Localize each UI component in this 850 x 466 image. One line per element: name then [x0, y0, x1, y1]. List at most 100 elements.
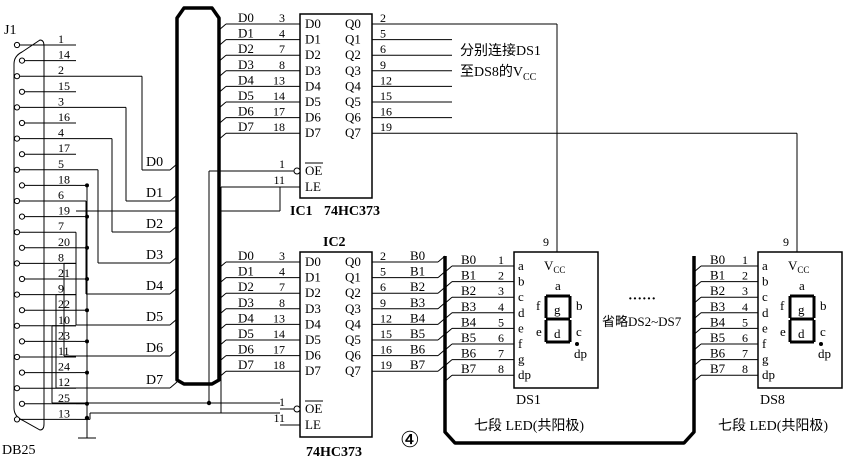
- bus-label: D7: [146, 373, 163, 388]
- output-pin-number: 6: [380, 280, 386, 294]
- segment-net-label: B1: [461, 268, 476, 283]
- input-pin-number: 13: [273, 311, 285, 325]
- connector-ref: J1: [4, 23, 16, 38]
- bus-label: D5: [146, 310, 163, 325]
- vcc-pin-number: 9: [783, 235, 789, 249]
- segment-net-label: B0: [461, 252, 476, 267]
- input-net-label: D3: [238, 57, 254, 72]
- segment-pin-number: 7: [742, 347, 748, 361]
- glyph-f: f: [536, 298, 541, 313]
- segment-net-label: B4: [710, 314, 726, 329]
- bus-entry: [693, 343, 702, 351]
- oe-bubble: [293, 167, 301, 175]
- connector-pin-number: 16: [58, 110, 70, 124]
- output-pin-name: Q0: [345, 254, 361, 269]
- b-net-label: B5: [410, 326, 425, 341]
- b-net-label: B3: [410, 295, 425, 310]
- segment-net-label: B0: [710, 252, 725, 267]
- segment-net-label: B6: [461, 346, 477, 361]
- input-pin-number: 17: [273, 343, 285, 357]
- connector-pin-dot: [18, 182, 26, 189]
- output-pin-number: 15: [380, 327, 392, 341]
- input-pin-number: 13: [273, 73, 285, 87]
- connector-pin-dot: [13, 229, 21, 236]
- bus-entry: [693, 265, 702, 273]
- ic1-output-wires: [400, 23, 798, 252]
- connector-pin-number: 4: [58, 126, 64, 140]
- b-bus: [443, 256, 696, 445]
- glyph-d: d: [798, 326, 805, 341]
- bus-entry: [218, 370, 227, 378]
- output-pin-name: Q4: [345, 78, 361, 93]
- segment-net-label: B7: [710, 361, 726, 376]
- le-pin-number: 11: [273, 173, 285, 187]
- display-body: [513, 251, 599, 389]
- connector-pin-number: 9: [58, 282, 64, 296]
- connector-pin-dot: [13, 197, 21, 205]
- bus-entry: [218, 54, 227, 62]
- segment-pin-number: 4: [742, 300, 748, 314]
- segment-pin-number: 8: [498, 362, 504, 376]
- input-pin-name: D5: [305, 332, 321, 347]
- bus-entry: [693, 296, 702, 304]
- bus-entry: [218, 355, 227, 362]
- output-pin-number: 16: [380, 343, 392, 357]
- input-pin-name: D5: [305, 94, 321, 109]
- output-pin-name: Q7: [345, 125, 361, 140]
- segment-net-label: B3: [710, 299, 725, 314]
- output-pin-number: 2: [380, 249, 386, 263]
- connector-pin-number: 20: [58, 235, 70, 249]
- output-pin-number: 9: [380, 58, 386, 72]
- input-net-label: D2: [238, 41, 254, 56]
- connector-pin-dot: [13, 73, 21, 80]
- connector-pin-dot: [18, 307, 26, 314]
- oe-bubble: [293, 405, 301, 413]
- glyph-e: e: [780, 324, 786, 339]
- output-pin-name: Q2: [345, 285, 361, 300]
- b-net-label: B2: [410, 279, 425, 294]
- glyph-c: c: [820, 324, 826, 339]
- input-pin-name: D4: [305, 316, 321, 331]
- output-pin-number: 12: [380, 311, 392, 325]
- segment-net-label: B4: [461, 314, 477, 329]
- glyph-a: a: [555, 278, 561, 293]
- input-pin-number: 4: [279, 27, 285, 41]
- vcc-label: VCC: [788, 258, 809, 275]
- connector-pin-dot: [18, 88, 26, 95]
- input-pin-name: D1: [305, 32, 321, 47]
- output-pin-name: Q1: [345, 32, 361, 47]
- connector-pin-dot: [13, 291, 21, 298]
- input-pin-name: D3: [305, 301, 321, 316]
- decimal-point: [819, 342, 823, 346]
- input-pin-name: D0: [305, 254, 321, 269]
- segment-pin-number: 3: [498, 284, 504, 298]
- input-net-label: D0: [238, 248, 254, 263]
- le-pin-name: LE: [305, 179, 321, 194]
- connector-pin-number: 3: [58, 94, 64, 108]
- bus-entry: [218, 117, 227, 124]
- segment-pin-number: 1: [498, 253, 504, 267]
- glyph-f: f: [780, 298, 785, 313]
- input-net-label: D1: [238, 264, 254, 279]
- bus-entry: [444, 374, 453, 382]
- segment-net-label: B2: [461, 283, 476, 298]
- bus-entry: [218, 339, 227, 347]
- connector-pin-number: 7: [58, 219, 64, 233]
- connector-pin-dot: [18, 57, 26, 64]
- connector-pin-number: 12: [58, 375, 70, 389]
- segment-pin-name: d: [518, 305, 525, 320]
- connector-pin-number: 19: [58, 204, 70, 218]
- bus-entry: [693, 312, 702, 320]
- segment-pin-number: 7: [498, 347, 504, 361]
- input-pin-number: 4: [279, 265, 285, 279]
- connector-pin-number: 25: [58, 391, 70, 405]
- input-pin-name: D4: [305, 78, 321, 93]
- oe-pin-number: 1: [279, 395, 285, 409]
- connector-pin-dot: [13, 260, 21, 267]
- output-pin-number: 12: [380, 73, 392, 87]
- db25-connector: 1142153164175186197208219221023112412251…: [2, 23, 76, 458]
- glyph-g: g: [798, 302, 805, 317]
